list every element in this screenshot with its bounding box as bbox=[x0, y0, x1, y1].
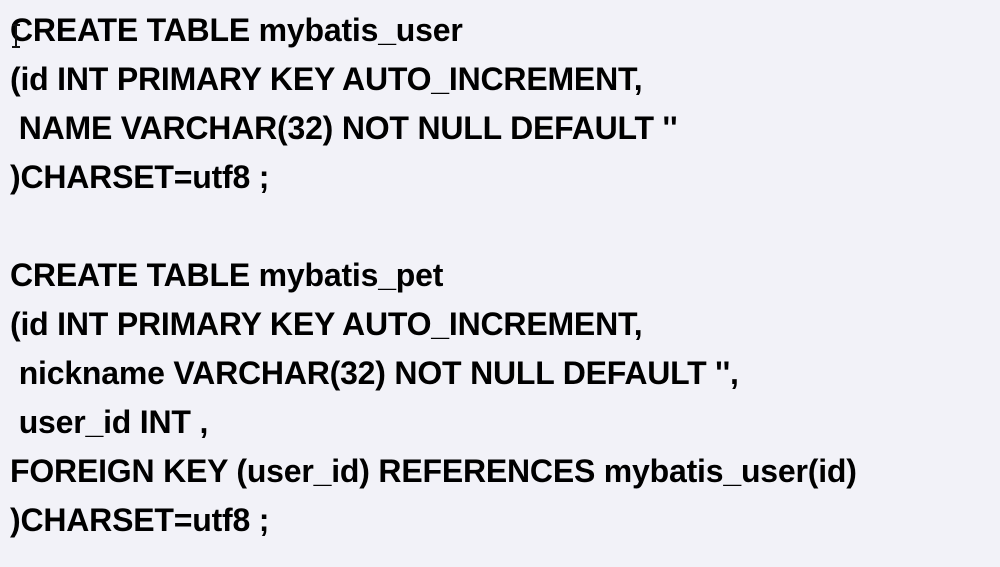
code-line: CREATE TABLE mybatis_user bbox=[10, 12, 463, 48]
code-line: )CHARSET=utf8 ; bbox=[10, 502, 270, 538]
code-line: (id INT PRIMARY KEY AUTO_INCREMENT, bbox=[10, 61, 643, 97]
code-line: NAME VARCHAR(32) NOT NULL DEFAULT '' bbox=[10, 110, 678, 146]
code-line: user_id INT , bbox=[10, 404, 209, 440]
code-line: nickname VARCHAR(32) NOT NULL DEFAULT ''… bbox=[10, 355, 739, 391]
sql-code-block: CREATE TABLE mybatis_user (id INT PRIMAR… bbox=[10, 6, 1000, 545]
blank-line bbox=[10, 202, 1000, 251]
code-line: )CHARSET=utf8 ; bbox=[10, 159, 270, 195]
text-cursor-icon bbox=[11, 24, 21, 48]
code-line: FOREIGN KEY (user_id) REFERENCES mybatis… bbox=[10, 453, 857, 489]
code-line: CREATE TABLE mybatis_pet bbox=[10, 257, 444, 293]
code-line: (id INT PRIMARY KEY AUTO_INCREMENT, bbox=[10, 306, 643, 342]
